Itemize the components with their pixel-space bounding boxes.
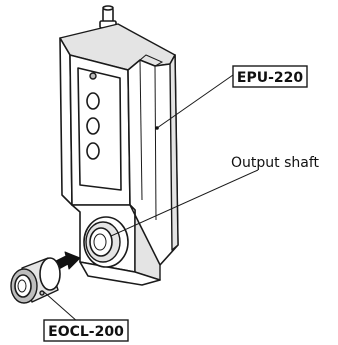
coupling-leader-line <box>43 291 79 323</box>
epu-label-text: EPU-220 <box>237 70 303 86</box>
eocl-label-text: EOCL-200 <box>48 324 124 340</box>
eocl-label: EOCL-200 <box>43 319 129 342</box>
epu-label: EPU-220 <box>232 65 308 88</box>
shaft-leader-line <box>110 169 259 237</box>
led-indicator <box>89 72 97 80</box>
epu-leader-dot <box>155 126 159 130</box>
button-1 <box>86 92 100 110</box>
button-2 <box>86 117 100 135</box>
eocl-200-coupling <box>10 257 61 304</box>
button-3 <box>86 142 100 160</box>
output-shaft <box>83 216 129 268</box>
panel-buttons <box>86 72 100 160</box>
epu-leader-line <box>156 74 234 129</box>
epu-220-body <box>59 23 179 266</box>
output-shaft-label: Output shaft <box>231 155 320 171</box>
